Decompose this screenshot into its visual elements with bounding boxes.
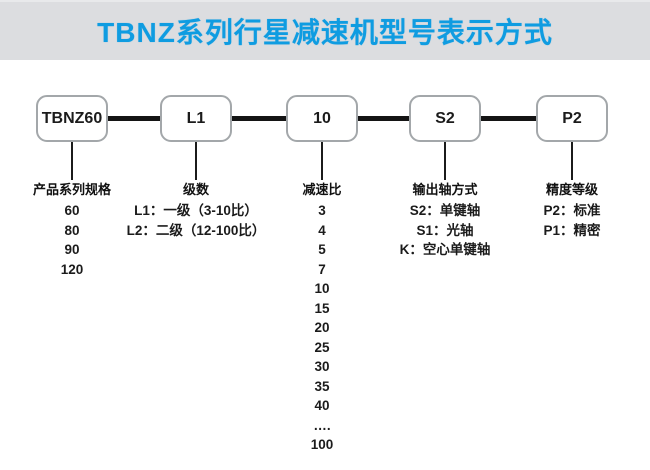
option-item: S1：光轴 bbox=[416, 222, 474, 238]
option-item: …. bbox=[313, 417, 331, 433]
title-bar: TBNZ系列行星减速机型号表示方式 bbox=[0, 0, 650, 60]
option-item: 3 bbox=[318, 203, 326, 218]
legend-series: 产品系列规格 60 80 90 120 bbox=[33, 179, 111, 279]
connector-line bbox=[106, 116, 162, 121]
code-box-series: TBNZ60 bbox=[36, 95, 108, 142]
legend-heading: 产品系列规格 bbox=[32, 182, 112, 197]
option-item: L1：一级（3-10比） bbox=[134, 203, 258, 218]
legend-precision: 精度等级 P2：标准 P1：精密 bbox=[543, 179, 600, 240]
option-item: 30 bbox=[314, 359, 330, 374]
code-box-shaft: S2 bbox=[409, 95, 481, 142]
legend-heading: 输出轴方式 bbox=[412, 182, 478, 197]
option-item: 60 bbox=[64, 203, 80, 218]
legend-options: S2：单键轴 S1：光轴 K：空心单键轴 bbox=[400, 201, 491, 260]
option-item: 120 bbox=[60, 261, 84, 277]
option-item: 100 bbox=[310, 437, 334, 452]
option-item: 7 bbox=[318, 261, 326, 277]
connector-line bbox=[321, 142, 323, 180]
connector-line bbox=[230, 116, 288, 121]
connector-line bbox=[444, 142, 446, 180]
option-item: S2：单键轴 bbox=[409, 203, 481, 218]
legend-heading: 减速比 bbox=[302, 182, 342, 197]
connector-line bbox=[195, 142, 197, 180]
option-item: 15 bbox=[314, 300, 330, 316]
legend-heading: 精度等级 bbox=[545, 182, 599, 197]
option-item: P1：精密 bbox=[543, 222, 601, 238]
option-item: 90 bbox=[64, 242, 80, 257]
option-item: 80 bbox=[64, 222, 80, 238]
option-item: 35 bbox=[314, 378, 330, 394]
option-item: 20 bbox=[314, 320, 330, 335]
option-item: 5 bbox=[318, 242, 326, 257]
legend-stage: 级数 L1：一级（3-10比） L2：二级（12-100比） bbox=[127, 179, 266, 240]
option-item: P2：标准 bbox=[543, 203, 601, 218]
code-box-precision: P2 bbox=[536, 95, 608, 142]
legend-options: P2：标准 P1：精密 bbox=[543, 201, 600, 240]
code-box-stage: L1 bbox=[160, 95, 232, 142]
option-item: 40 bbox=[314, 398, 330, 413]
connector-line bbox=[355, 116, 412, 121]
connector-line bbox=[71, 142, 73, 180]
connector-line bbox=[571, 142, 573, 180]
option-item: K：空心单键轴 bbox=[399, 242, 491, 257]
option-item: 4 bbox=[318, 222, 326, 238]
legend-options: 60 80 90 120 bbox=[33, 201, 111, 279]
legend-ratio: 减速比 3 4 5 7 10 15 20 25 30 35 40 …. 100 bbox=[302, 179, 341, 455]
page-title: TBNZ系列行星减速机型号表示方式 bbox=[97, 17, 553, 48]
option-item: 10 bbox=[314, 281, 330, 296]
legend-options: L1：一级（3-10比） L2：二级（12-100比） bbox=[127, 201, 266, 240]
code-box-ratio: 10 bbox=[286, 95, 358, 142]
option-item: L2：二级（12-100比） bbox=[126, 222, 266, 238]
connector-line bbox=[480, 116, 539, 121]
legend-options: 3 4 5 7 10 15 20 25 30 35 40 …. 100 bbox=[302, 201, 341, 455]
legend-heading: 级数 bbox=[182, 182, 210, 197]
legend-shaft: 输出轴方式 S2：单键轴 S1：光轴 K：空心单键轴 bbox=[400, 179, 491, 260]
option-item: 25 bbox=[314, 339, 330, 355]
